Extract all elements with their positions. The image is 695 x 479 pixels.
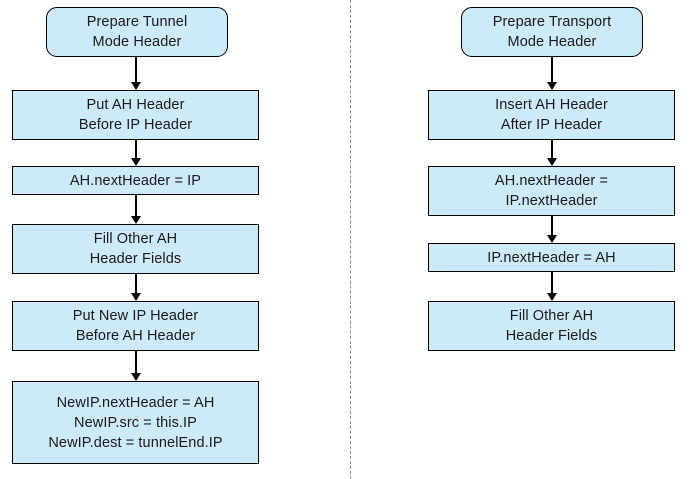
connector-line xyxy=(551,216,553,236)
flow-node-tunnel-fill-other-ah[interactable]: Fill Other AH Header Fields xyxy=(12,224,259,274)
arrowhead-icon xyxy=(547,82,557,90)
arrow-connector xyxy=(545,57,559,90)
flow-node-transport-ah-nextheader[interactable]: AH.nextHeader = IP.nextHeader xyxy=(428,166,675,216)
arrowhead-icon xyxy=(547,235,557,243)
arrow-connector xyxy=(545,272,559,301)
flow-node-label-line: IP.nextHeader = AH xyxy=(487,249,616,266)
flow-node-label-line: After IP Header xyxy=(500,117,603,133)
arrowhead-icon xyxy=(547,158,557,166)
arrow-connector xyxy=(545,140,559,166)
connector-line xyxy=(551,272,553,294)
flow-node-label-line: Before IP Header xyxy=(78,117,193,133)
flow-node-label-line: Mode Header xyxy=(507,34,597,50)
flow-node-transport-ip-nextheader[interactable]: IP.nextHeader = AH xyxy=(428,243,675,272)
flow-node-label-line: Header Fields xyxy=(505,328,598,344)
flow-node-label-line: NewIP.src = this.IP xyxy=(74,414,197,431)
connector-line xyxy=(551,57,553,83)
connector-line xyxy=(551,140,553,159)
arrow-connector xyxy=(545,216,559,243)
flow-node-label-line: NewIP.dest = tunnelEnd.IP xyxy=(48,434,223,451)
flow-node-label-line: AH.nextHeader = xyxy=(494,173,609,189)
flow-node-tunnel-newip-fields[interactable]: NewIP.nextHeader = AH NewIP.src = this.IP… xyxy=(12,381,259,464)
flow-node-transport-fill-other-ah[interactable]: Fill Other AH Header Fields xyxy=(428,301,675,351)
flow-node-label-line: Put AH Header xyxy=(86,97,185,113)
flow-node-label-line: Header Fields xyxy=(89,251,182,267)
column-divider xyxy=(350,0,351,479)
flow-node-label-line: Before AH Header xyxy=(75,328,196,344)
flow-node-label-line: NewIP.nextHeader = AH xyxy=(56,394,215,411)
flow-node-label-line: Fill Other AH xyxy=(93,231,178,247)
arrowhead-icon xyxy=(547,293,557,301)
flow-node-label-line: Mode Header xyxy=(92,34,182,50)
flow-node-label-line: Fill Other AH xyxy=(509,308,594,324)
flow-node-label-line: Insert AH Header xyxy=(495,97,608,113)
flow-node-label-line: Prepare Tunnel xyxy=(86,14,188,30)
flow-node-label-line: Prepare Transport xyxy=(492,14,612,30)
flow-node-label-line: AH.nextHeader = IP xyxy=(69,172,202,189)
flow-node-label-line: Put New IP Header xyxy=(72,308,199,324)
flow-node-tunnel-ah-nextheader[interactable]: AH.nextHeader = IP xyxy=(12,166,259,195)
flow-node-label-line: IP.nextHeader xyxy=(505,193,598,209)
